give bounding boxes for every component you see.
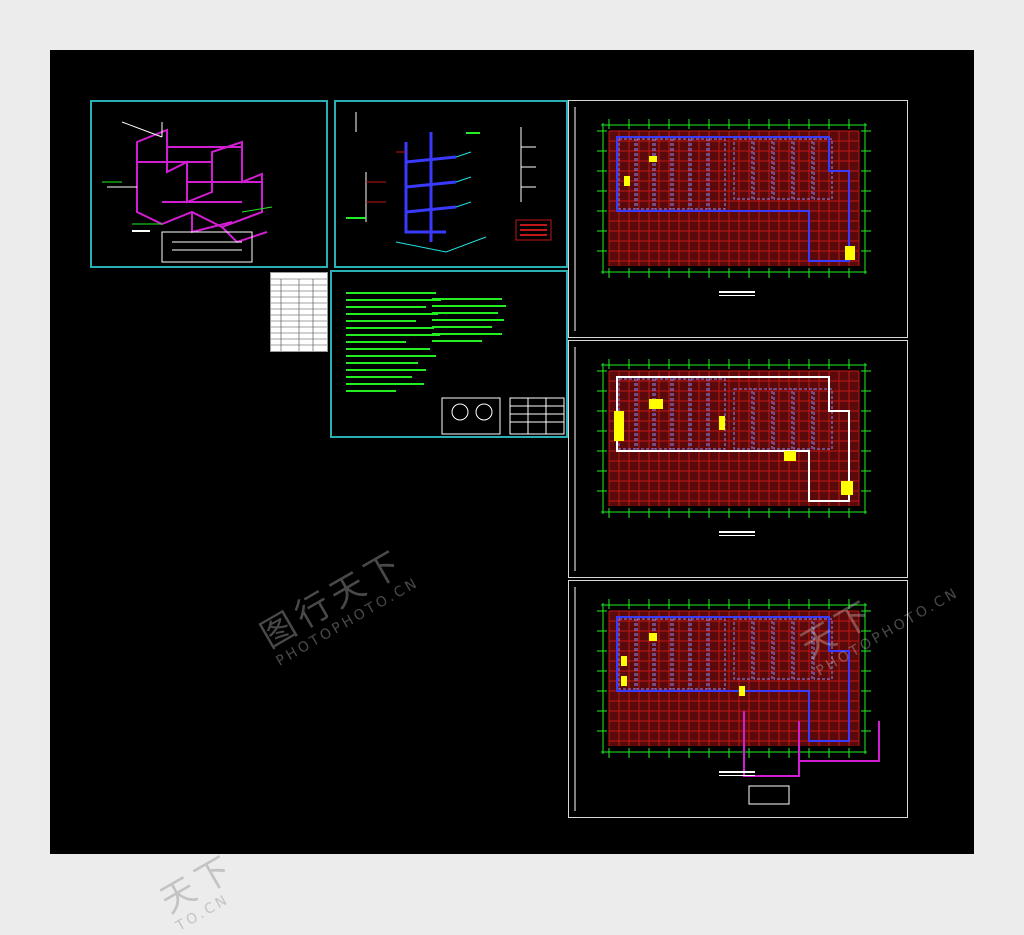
floor-plan-bottom-drawing bbox=[574, 587, 880, 811]
isometric-pipe-drawing bbox=[102, 121, 273, 263]
materials-table-grid bbox=[271, 278, 327, 351]
riser-diagram-drawing bbox=[346, 112, 552, 253]
sheet-riser-diagram[interactable] bbox=[334, 100, 568, 268]
center-watermark: 图行天下 PHOTOPHOTO.CN bbox=[250, 534, 422, 670]
materials-table[interactable] bbox=[270, 272, 328, 352]
sheet-floor-plan-top[interactable] bbox=[568, 100, 908, 338]
cad-drawing-canvas[interactable]: 图行天下 PHOTOPHOTO.CN 天下 PHOTOPHOTO.CN bbox=[50, 50, 974, 854]
sheet-floor-plan-bottom[interactable] bbox=[568, 580, 908, 818]
floor-plan-middle-drawing bbox=[574, 347, 871, 571]
sheet-isometric-pipes[interactable] bbox=[90, 100, 328, 268]
design-notes-drawing bbox=[346, 292, 565, 435]
floor-plan-top-drawing bbox=[574, 107, 871, 331]
sheet-design-notes[interactable] bbox=[330, 270, 568, 438]
sheet-floor-plan-middle[interactable] bbox=[568, 340, 908, 578]
bottom-watermark: 天下 TO.CN bbox=[150, 840, 251, 935]
